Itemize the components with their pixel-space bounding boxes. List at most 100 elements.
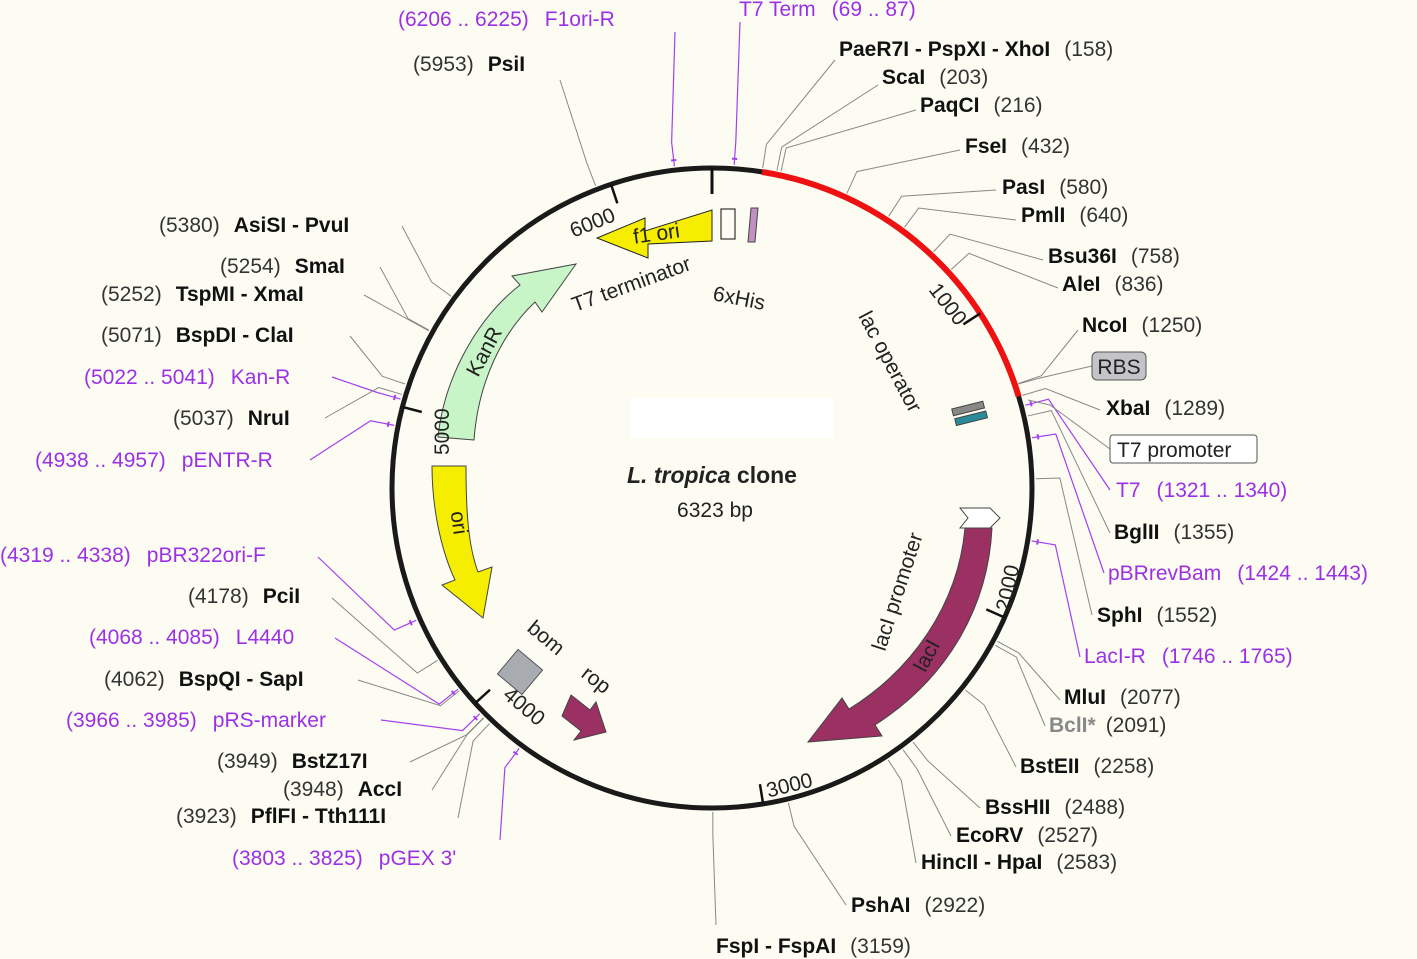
label-laci-r[interactable]: LacI-R(1746 .. 1765) (1084, 645, 1293, 668)
label-t7-term[interactable]: T7 Term(69 .. 87) (739, 0, 916, 21)
svg-text:(5953)PsiI: (5953)PsiI (413, 53, 525, 76)
lac-operator-feature[interactable] (951, 400, 986, 417)
laci-feature-arrow[interactable] (806, 527, 993, 743)
label-tspmi[interactable]: (5252)TspMI - XmaI (101, 283, 304, 306)
label-asisi[interactable]: (5380)AsiSI - PvuI (159, 214, 349, 237)
guide-scai (776, 84, 879, 171)
t7-terminator-feature[interactable] (720, 208, 736, 240)
label-pentr-r[interactable]: (4938 .. 4957)pENTR-R (35, 449, 273, 472)
label-acci[interactable]: (3948)AccI (283, 778, 402, 801)
guide-pasi (888, 189, 997, 217)
laci-promoter-label: lacI promoter (868, 530, 928, 654)
guide-pflfi (457, 723, 490, 819)
label-bspdi[interactable]: (5071)BspDI - ClaI (101, 324, 294, 347)
label-ecorv[interactable]: EcoRV(2527) (956, 824, 1098, 847)
label-nrui[interactable]: (5037)NruI (173, 407, 290, 430)
label-paer7i[interactable]: PaeR7I - PspXI - XhoI(158) (839, 38, 1113, 61)
svg-text:T7 promoter: T7 promoter (1117, 439, 1231, 462)
guide-paer7i (762, 59, 836, 169)
guide-pshai (787, 802, 847, 906)
guide-bglii (1027, 410, 1111, 534)
label-pflfi[interactable]: (3923)PflFI - Tth111I (176, 805, 386, 828)
label-paqci[interactable]: PaqCI(216) (920, 94, 1043, 117)
label-smai[interactable]: (5254)SmaI (220, 255, 345, 278)
insert-highlight-arc (761, 168, 1022, 398)
primer-mark-kan-r (392, 394, 397, 401)
label-pbrrevbam[interactable]: pBRrevBam(1424 .. 1443) (1108, 562, 1368, 585)
svg-text:PasI(580): PasI(580) (1002, 176, 1108, 199)
svg-text:(5254)SmaI: (5254)SmaI (220, 255, 345, 278)
label-bglii[interactable]: BglII(1355) (1114, 521, 1234, 544)
guide-t7term (733, 21, 741, 165)
guide-bcli (994, 644, 1046, 727)
map-size: 6323 bp (677, 499, 753, 522)
svg-text:NcoI(1250): NcoI(1250) (1082, 314, 1202, 337)
label-mlui[interactable]: MluI(2077) (1064, 686, 1181, 709)
svg-text:BssHII(2488): BssHII(2488) (985, 796, 1125, 819)
ori-feature-arrow[interactable] (431, 465, 493, 619)
bom-feature[interactable] (496, 648, 544, 696)
lac-operator-feature-2[interactable] (954, 410, 989, 427)
label-scai[interactable]: ScaI(203) (882, 66, 988, 89)
label-psii[interactable]: (5953)PsiI (413, 53, 525, 76)
laci-promoter-feature[interactable] (958, 507, 1001, 529)
label-t7[interactable]: T7(1321 .. 1340) (1116, 479, 1287, 502)
label-pcii[interactable]: (4178)PciI (188, 585, 300, 608)
guide-sphi (1035, 477, 1093, 616)
label-prs-marker[interactable]: (3966 .. 3985)pRS-marker (66, 709, 326, 732)
svg-text:HincII - HpaI(2583): HincII - HpaI(2583) (921, 851, 1117, 874)
kanr-feature-arrow[interactable] (437, 263, 578, 441)
label-bsu36i[interactable]: Bsu36I(758) (1048, 245, 1180, 268)
label-l4440[interactable]: (4068 .. 4085)L4440 (89, 626, 294, 649)
label-kan-r[interactable]: (5022 .. 5041)Kan-R (84, 366, 290, 389)
label-fspi[interactable]: FspI - FspAI(3159) (716, 935, 911, 958)
label-sphi[interactable]: SphI(1552) (1097, 604, 1217, 627)
svg-text:(4178)PciI: (4178)PciI (188, 585, 300, 608)
his-tag-feature[interactable] (747, 207, 759, 243)
svg-text:LacI-R(1746 .. 1765): LacI-R(1746 .. 1765) (1084, 645, 1293, 668)
label-bsteii[interactable]: BstEII(2258) (1020, 755, 1154, 778)
guide-f1ori-r (671, 31, 676, 167)
label-fsei[interactable]: FseI(432) (965, 135, 1070, 158)
label-pbr322ori-f[interactable]: (4319 .. 4338)pBR322ori-F (0, 544, 266, 567)
svg-text:(4068 .. 4085)L4440: (4068 .. 4085)L4440 (89, 626, 294, 649)
label-rbs[interactable]: RBS (1091, 351, 1147, 381)
svg-text:(5252)TspMI - XmaI: (5252)TspMI - XmaI (101, 283, 304, 306)
primer-mark-pbr322ori (408, 619, 413, 626)
guide-fsei (846, 149, 961, 194)
svg-text:AleI(836): AleI(836) (1062, 273, 1164, 296)
label-bspqi[interactable]: (4062)BspQI - SapI (104, 668, 304, 691)
f1ori-feature-arrow[interactable] (595, 209, 713, 259)
guide-smai (379, 266, 430, 331)
tick-3000 (758, 783, 765, 805)
svg-text:pBRrevBam(1424 .. 1443): pBRrevBam(1424 .. 1443) (1108, 562, 1368, 585)
label-f1ori-r[interactable]: (6206 .. 6225)F1ori-R (398, 8, 615, 31)
svg-text:MluI(2077): MluI(2077) (1064, 686, 1181, 709)
guide-ncoi (1018, 329, 1079, 384)
svg-text:(3948)AccI: (3948)AccI (283, 778, 402, 801)
svg-text:(4319 .. 4338)pBR322ori-F: (4319 .. 4338)pBR322ori-F (0, 544, 266, 567)
label-hincii[interactable]: HincII - HpaI(2583) (921, 851, 1117, 874)
guide-bsu36i (933, 233, 1044, 261)
his-tag-label: 6xHis (711, 282, 767, 315)
guide-l4440 (334, 637, 459, 705)
label-bcli[interactable]: BclI*(2091) (1049, 714, 1166, 737)
label-ncoi[interactable]: NcoI(1250) (1082, 314, 1202, 337)
label-t7-promoter[interactable]: T7 promoter (1109, 434, 1258, 464)
svg-text:RBS: RBS (1097, 356, 1140, 379)
label-xbai[interactable]: XbaI(1289) (1106, 397, 1225, 420)
label-bstz17i[interactable]: (3949)BstZ17I (217, 750, 368, 773)
rop-feature-arrow[interactable] (561, 694, 607, 741)
plasmid-backbone (389, 165, 1035, 811)
label-bsshii[interactable]: BssHII(2488) (985, 796, 1125, 819)
svg-text:(5071)BspDI - ClaI: (5071)BspDI - ClaI (101, 324, 294, 347)
svg-text:(3966 .. 3985)pRS-marker: (3966 .. 3985)pRS-marker (66, 709, 326, 732)
svg-text:SphI(1552): SphI(1552) (1097, 604, 1217, 627)
primer-mark-pbrrevbam (1036, 434, 1040, 440)
label-alei[interactable]: AleI(836) (1062, 273, 1164, 296)
label-pmli[interactable]: PmlI(640) (1021, 204, 1128, 227)
label-pasi[interactable]: PasI(580) (1002, 176, 1108, 199)
label-pshai[interactable]: PshAI(2922) (851, 894, 985, 917)
label-pgex3[interactable]: (3803 .. 3825)pGEX 3' (232, 847, 456, 870)
guide-tspmi (363, 294, 429, 332)
